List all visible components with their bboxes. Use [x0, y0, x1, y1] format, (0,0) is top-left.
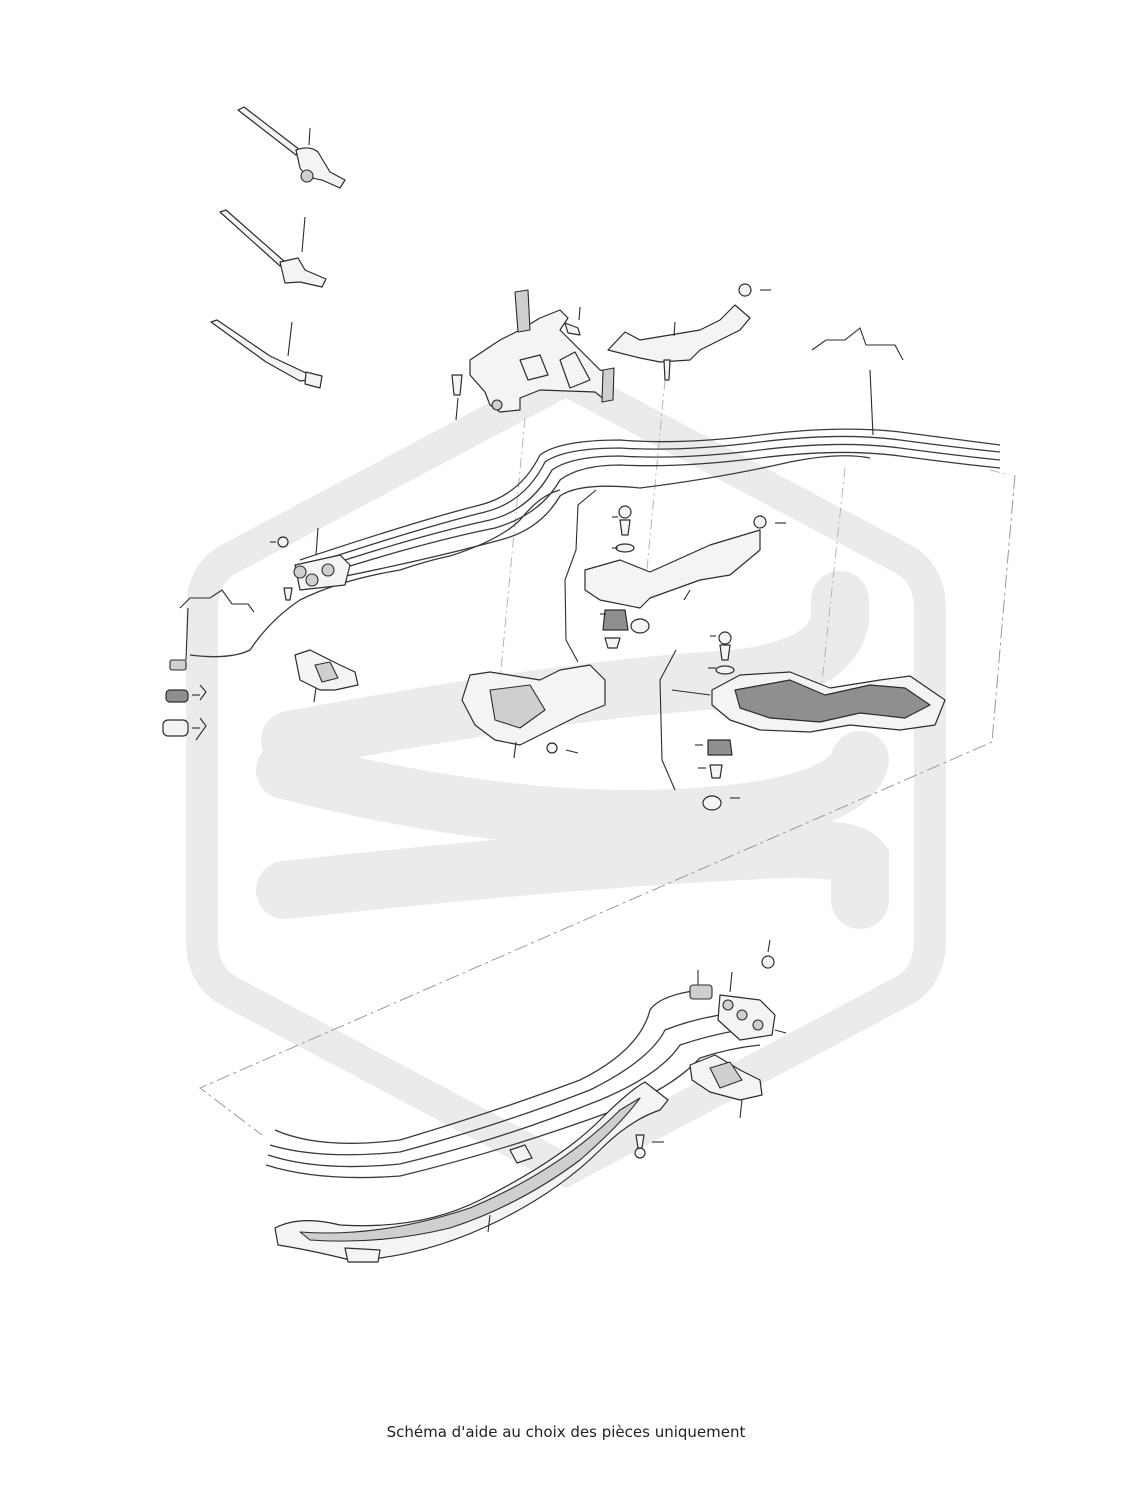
diagram-caption: Schéma d'aide au choix des pièces unique… [386, 1423, 746, 1441]
fuel-brake-line-bundle-lower [265, 989, 761, 1179]
pipe-holder-clip-lower [689, 1054, 763, 1119]
heat-shield-lower [274, 1081, 669, 1263]
fuel-brake-line-bundle-upper [169, 327, 1001, 671]
callout-leaders [600, 516, 716, 769]
heat-shield-right [659, 631, 946, 811]
brand-logo-watermark [186, 361, 946, 1189]
phantom-lines [199, 379, 1016, 1136]
heat-shield-middle [564, 489, 786, 663]
cable-tie-strap-3 [210, 319, 323, 389]
upper-mounting-bracket [451, 289, 615, 421]
upper-small-bracket [607, 283, 771, 381]
grommet-left-set [162, 684, 207, 741]
cable-tie-clip-2 [219, 209, 327, 288]
pipe-connector-cluster-lower [689, 939, 787, 1041]
pipe-holder-clip-left [294, 649, 359, 703]
pipe-connector-cluster-upper [270, 527, 351, 601]
middle-mounting-bracket [461, 664, 606, 759]
cable-tie-clip-1 [237, 106, 346, 189]
